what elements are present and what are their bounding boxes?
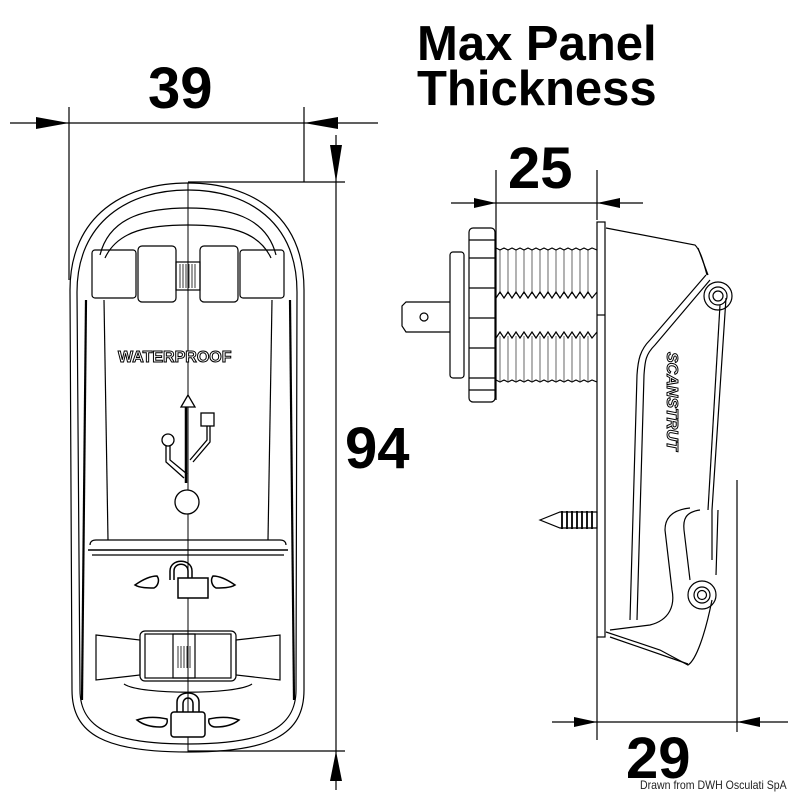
height-label: 94 [345, 416, 410, 481]
panel-thickness-label: 25 [508, 136, 573, 201]
threaded-body [495, 247, 598, 251]
unlock-icon [133, 560, 237, 599]
hinge [687, 281, 733, 610]
width-dimension [10, 107, 378, 280]
width-label: 39 [148, 56, 213, 121]
lock-nut [468, 227, 496, 403]
height-dimension [188, 135, 345, 790]
front-view [69, 182, 305, 753]
panel-flange [596, 221, 606, 638]
usb-icon [161, 393, 215, 515]
depth-dimension [552, 480, 788, 740]
credit-text: Drawn from DWH Osculati SpA [640, 778, 787, 792]
title-line-1: Max Panel [417, 17, 657, 71]
title-line-2: Thickness [417, 62, 657, 116]
depth-label: 29 [626, 726, 691, 791]
brand-logo: SCANSTRUT [663, 352, 681, 452]
cover [605, 227, 727, 666]
waterproof-label: WATERPROOF [117, 349, 232, 367]
lock-icon [135, 692, 241, 738]
screw [538, 511, 598, 529]
page-title: Max Panel Thickness [417, 17, 657, 116]
panel-thickness-dimension [451, 170, 643, 400]
side-view [401, 221, 733, 666]
spade-terminal [401, 301, 450, 333]
